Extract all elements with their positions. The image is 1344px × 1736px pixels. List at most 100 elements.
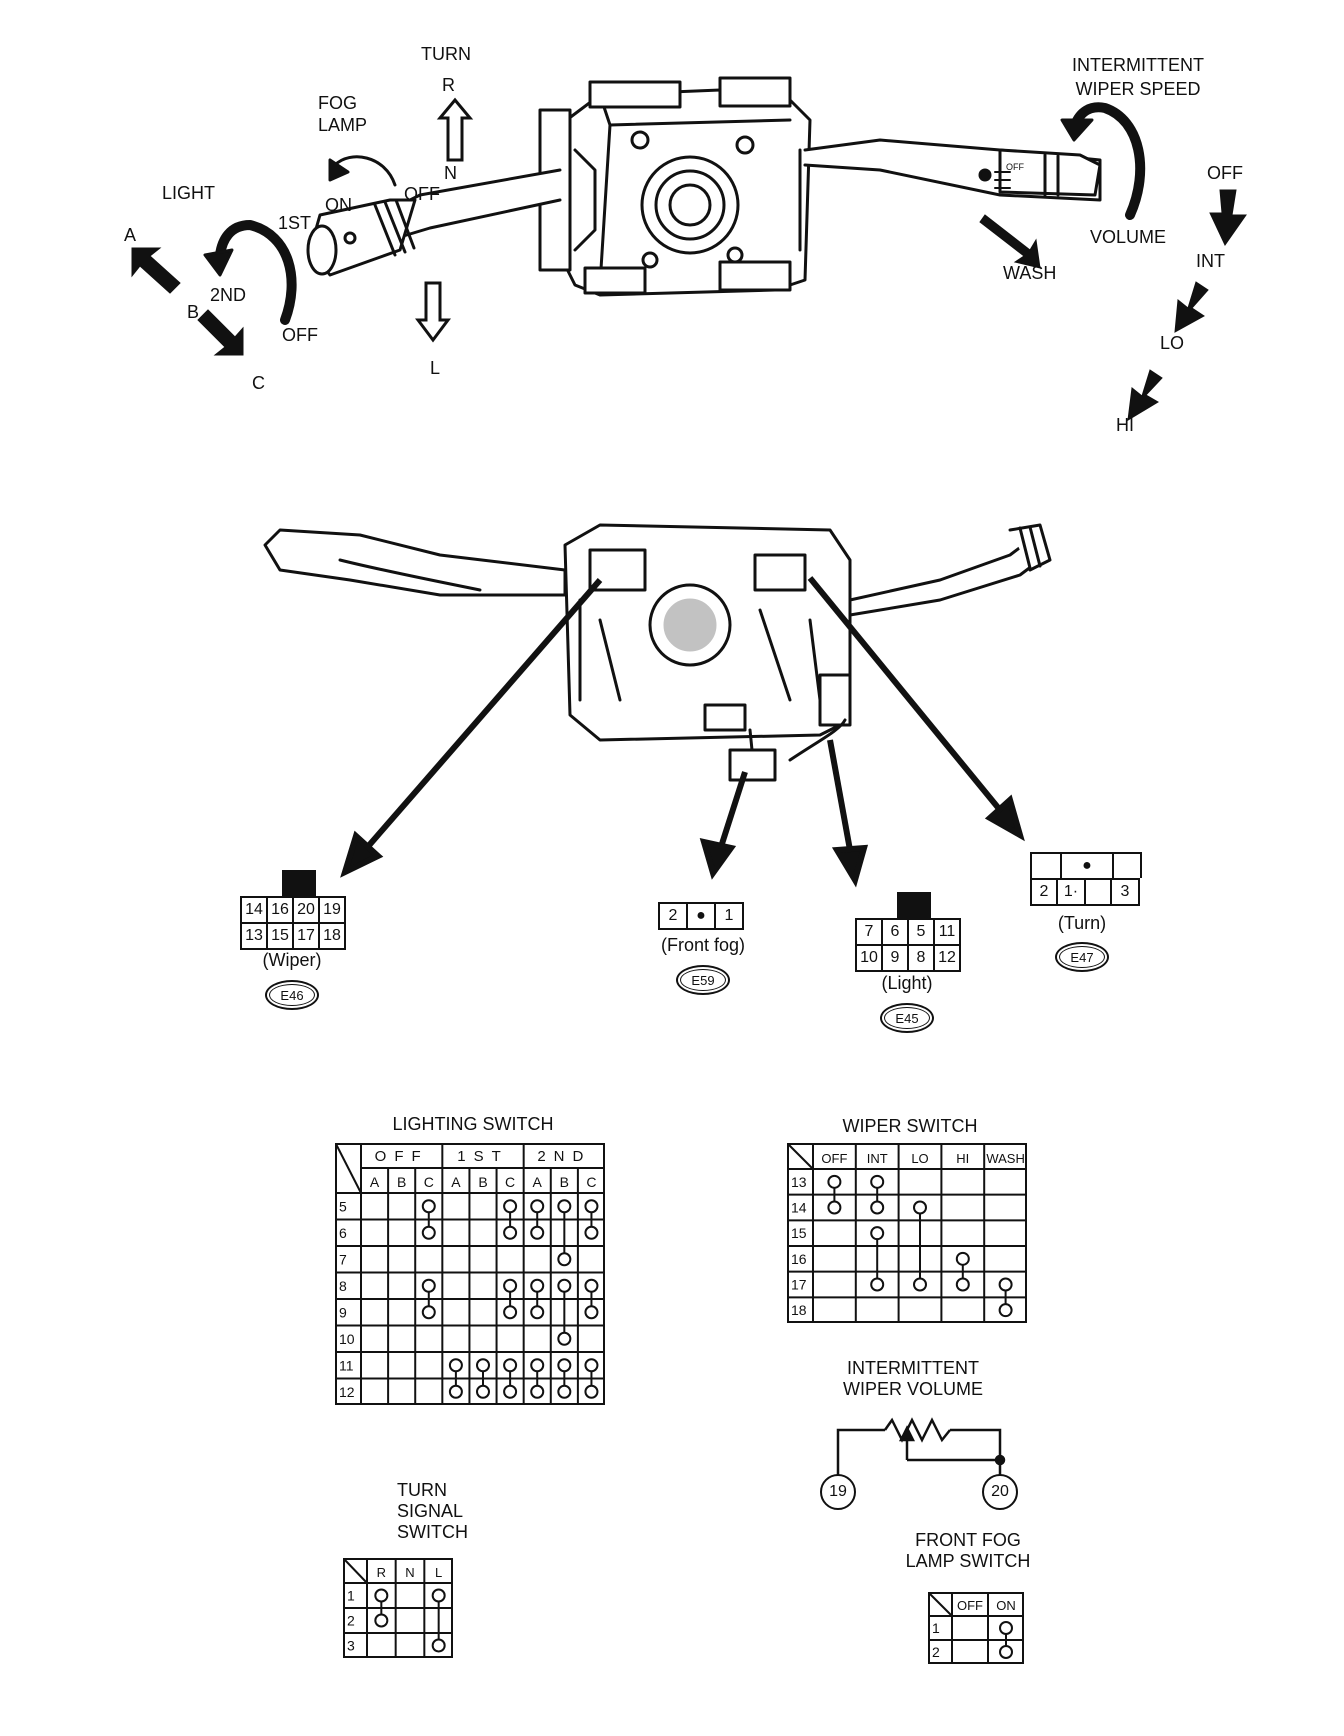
continuity-dot bbox=[827, 1174, 842, 1189]
terminal-label: 2 bbox=[347, 1613, 355, 1629]
continuity-dot bbox=[557, 1278, 572, 1293]
wiper-connector-name: (Wiper) bbox=[262, 950, 322, 970]
right-stalk-rear bbox=[848, 523, 1052, 617]
position-header: INT bbox=[867, 1151, 888, 1166]
light-label: LIGHT bbox=[162, 183, 216, 203]
wiper-hi-label: HI bbox=[1116, 415, 1134, 435]
position-header: A bbox=[533, 1174, 543, 1190]
group-header: 2ND bbox=[537, 1148, 591, 1165]
continuity-dot bbox=[448, 1384, 463, 1399]
terminal-19: 19 bbox=[820, 1474, 856, 1510]
position-header: N bbox=[405, 1565, 414, 1580]
terminal-label: 13 bbox=[791, 1174, 807, 1190]
terminal-label: 9 bbox=[339, 1304, 347, 1320]
terminal-label: 15 bbox=[791, 1225, 807, 1241]
turn-signal-switch-title: TURN SIGNAL SWITCH bbox=[397, 1480, 468, 1542]
pos-b-label: B bbox=[187, 302, 200, 322]
pin: 16 bbox=[268, 898, 292, 922]
continuity-dot bbox=[530, 1305, 545, 1320]
pos-a-label: A bbox=[124, 225, 137, 245]
terminal-label: 16 bbox=[791, 1251, 807, 1267]
continuity-dot bbox=[374, 1613, 389, 1628]
turn-connector-top: ● bbox=[1030, 852, 1142, 878]
pin: 8 bbox=[909, 946, 933, 970]
continuity-dot bbox=[530, 1358, 545, 1373]
wash-label: WASH bbox=[1003, 263, 1057, 283]
light-connector-code: E45 bbox=[880, 1003, 934, 1033]
pin: 3 bbox=[1112, 880, 1138, 904]
continuity-dot bbox=[503, 1358, 518, 1373]
continuity-dot bbox=[870, 1226, 885, 1241]
pin: 20 bbox=[294, 898, 318, 922]
continuity-dot bbox=[913, 1200, 927, 1215]
continuity-dot bbox=[998, 1303, 1013, 1318]
position-header: A bbox=[370, 1174, 380, 1190]
turn-label: TURN bbox=[421, 44, 471, 64]
wiper-speed-rotate-arrow bbox=[1070, 102, 1146, 220]
fog-on-label: ON bbox=[325, 195, 352, 215]
wiper-off-label: OFF bbox=[1207, 163, 1243, 183]
front-fog-connector-code: E59 bbox=[676, 965, 730, 995]
connector-key bbox=[284, 872, 314, 898]
terminal-label: 1 bbox=[347, 1588, 355, 1604]
turn-connector-bottom: 2 1· 3 bbox=[1030, 878, 1140, 906]
pin-key-dot: ● bbox=[1062, 854, 1112, 878]
position-header: L bbox=[435, 1565, 442, 1580]
terminal-label: 11 bbox=[339, 1357, 354, 1373]
pin: 19 bbox=[320, 898, 344, 922]
group-header: OFF bbox=[375, 1148, 429, 1165]
connector-key bbox=[899, 894, 929, 920]
position-header: B bbox=[560, 1174, 569, 1190]
pin: 1· bbox=[1058, 880, 1084, 904]
continuity-dot bbox=[955, 1277, 970, 1292]
pos-c-label: C bbox=[252, 373, 265, 393]
continuity-dot bbox=[999, 1645, 1013, 1659]
position-header: WASH bbox=[986, 1151, 1025, 1166]
continuity-dot bbox=[584, 1305, 599, 1320]
continuity-dot bbox=[530, 1278, 545, 1293]
pin: 2 bbox=[660, 904, 686, 928]
terminal-label: 5 bbox=[339, 1198, 347, 1214]
light-off-label: OFF bbox=[282, 325, 318, 345]
pin-key-dot: ● bbox=[688, 904, 714, 928]
terminal-label: 17 bbox=[791, 1277, 807, 1293]
wiper-off-arrow bbox=[1209, 189, 1247, 246]
position-header: A bbox=[451, 1174, 461, 1190]
turn-r-arrow bbox=[436, 97, 474, 162]
continuity-dot bbox=[421, 1278, 436, 1293]
continuity-dot bbox=[827, 1200, 842, 1215]
pin bbox=[1032, 854, 1060, 878]
position-header: B bbox=[478, 1174, 487, 1190]
wiper-connector bbox=[282, 870, 316, 898]
continuity-dot bbox=[503, 1199, 518, 1214]
continuity-dot bbox=[421, 1225, 436, 1240]
continuity-dot bbox=[557, 1331, 572, 1346]
front-fog-connector-name: (Front fog) bbox=[660, 935, 746, 955]
position-header: B bbox=[397, 1174, 406, 1190]
continuity-dot bbox=[584, 1199, 599, 1214]
light-connector bbox=[897, 892, 931, 920]
continuity-dot bbox=[431, 1638, 446, 1653]
continuity-dot bbox=[476, 1384, 490, 1399]
position-header: OFF bbox=[957, 1598, 983, 1613]
pin: 9 bbox=[883, 946, 907, 970]
light-1st-label: 1ST bbox=[278, 213, 312, 233]
pin: 14 bbox=[242, 898, 266, 922]
fog-lamp-label: FOG LAMP bbox=[318, 93, 368, 135]
turn-l-label: L bbox=[430, 358, 441, 378]
pin bbox=[1086, 880, 1110, 904]
pin: 18 bbox=[320, 924, 344, 948]
turn-r-label: R bbox=[442, 75, 455, 95]
position-header: OFF bbox=[821, 1151, 847, 1166]
volume-label: VOLUME bbox=[1090, 227, 1167, 247]
continuity-dot bbox=[530, 1199, 545, 1214]
continuity-dot bbox=[431, 1588, 446, 1603]
pin: 11 bbox=[935, 920, 959, 944]
light-rotate-arrow bbox=[215, 220, 297, 325]
position-header: HI bbox=[956, 1151, 969, 1166]
stalk-off-mark: OFF bbox=[1006, 162, 1024, 172]
continuity-dot bbox=[999, 1621, 1013, 1635]
turn-connector-name: (Turn) bbox=[1057, 913, 1107, 933]
continuity-dot bbox=[374, 1588, 389, 1603]
